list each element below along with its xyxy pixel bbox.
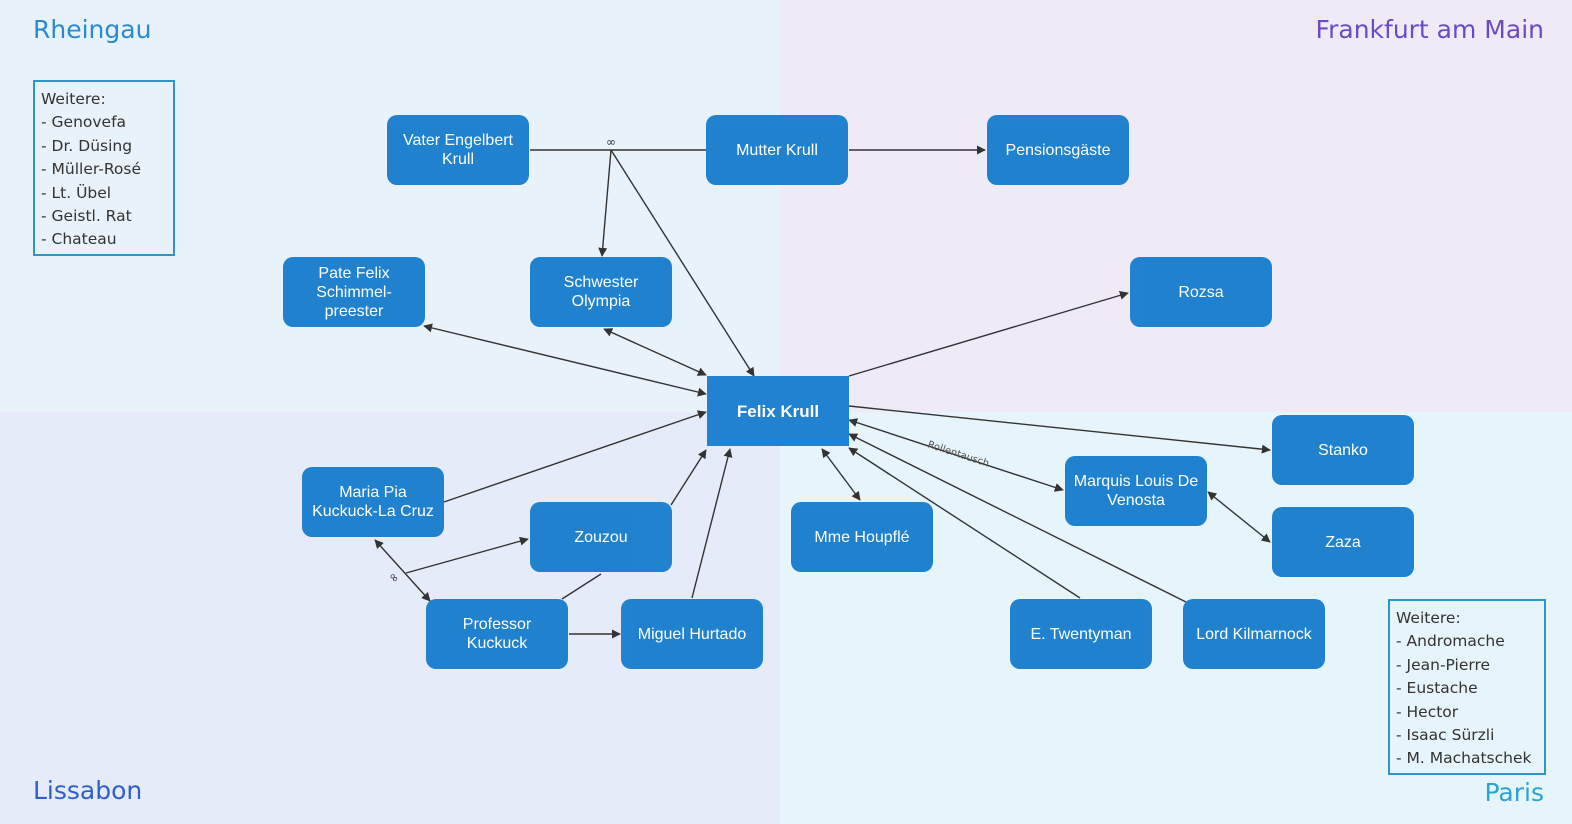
edge-marriage-schwester	[598, 149, 612, 257]
edge-marriage-felix	[610, 149, 755, 377]
node-pate-felix[interactable]: Pate Felix Schimmel- preester	[283, 257, 425, 327]
node-label: Stanko	[1318, 441, 1368, 459]
node-e-twentyman[interactable]: E. Twentyman	[1010, 599, 1152, 669]
label-marriage-krull: ∞	[606, 135, 616, 149]
region-title-frankfurt: Frankfurt am Main	[1315, 15, 1544, 44]
edge-felix-stanko	[848, 405, 1271, 454]
node-label: E. Twentyman	[1030, 625, 1132, 643]
others-list-left: Weitere: - Genovefa - Dr. Düsing - Mülle…	[33, 80, 175, 256]
node-felix-krull[interactable]: Felix Krull	[707, 376, 849, 446]
edge-houpfle-felix	[821, 448, 861, 501]
label-marriage-kuckuck: ∞	[386, 569, 403, 586]
node-label: Mutter Krull	[736, 141, 818, 159]
node-label: Miguel Hurtado	[637, 625, 747, 643]
edge-zouzou-felix	[670, 449, 707, 506]
edge-maria-felix	[443, 410, 707, 503]
edge-schwester-felix	[603, 328, 707, 376]
edge-kilmarnock-felix	[848, 433, 1187, 603]
region-title-lissabon: Lissabon	[33, 776, 143, 805]
node-mutter-krull[interactable]: Mutter Krull	[706, 115, 848, 185]
node-maria-pia[interactable]: Maria Pia Kuckuck-La Cruz	[302, 467, 444, 537]
others-item: - M. Machatschek	[1396, 749, 1532, 768]
node-zaza[interactable]: Zaza	[1272, 507, 1414, 577]
others-item: - Geistl. Rat	[41, 207, 132, 226]
node-label: Professor Kuckuck	[462, 616, 532, 652]
others-item: - Müller-Rosé	[41, 160, 142, 179]
others-item: - Genovefa	[41, 113, 127, 132]
region-title-rheingau: Rheingau	[33, 15, 152, 44]
edge-felix-marquis	[848, 418, 1064, 492]
node-marquis-venosta[interactable]: Marquis Louis De Venosta	[1065, 456, 1207, 526]
node-label: Felix Krull	[736, 401, 820, 421]
others-title: Weitere:	[41, 90, 106, 108]
others-item: - Isaac Sürzli	[1396, 726, 1495, 745]
others-item: - Andromache	[1396, 632, 1505, 651]
region-frankfurt-area	[780, 0, 1572, 412]
node-rozsa[interactable]: Rozsa	[1130, 257, 1272, 327]
others-item: - Dr. Düsing	[41, 136, 133, 155]
label-rollentausch: Rollentausch	[926, 439, 990, 469]
node-zouzou[interactable]: Zouzou	[530, 502, 672, 572]
edge-professor-zouzou	[405, 536, 529, 574]
node-professor-kuckuck[interactable]: Professor Kuckuck	[426, 599, 568, 669]
edge-professor-zouzou-link	[561, 573, 602, 600]
node-lord-kilmarnock[interactable]: Lord Kilmarnock	[1183, 599, 1325, 669]
region-title-paris: Paris	[1484, 778, 1544, 807]
node-label: Schwester Olympia	[563, 274, 639, 310]
others-item: - Chateau	[41, 230, 117, 249]
node-label: Mme Houpflé	[814, 528, 910, 546]
edge-pate-felix	[423, 323, 707, 397]
node-label: Maria Pia Kuckuck-La Cruz	[312, 484, 434, 520]
node-vater-engelbert-krull[interactable]: Vater Engelbert Krull	[387, 115, 529, 185]
others-list-right: Weitere: - Andromache - Jean-Pierre - Eu…	[1388, 599, 1546, 775]
node-label: Marquis Louis De Venosta	[1073, 473, 1199, 509]
others-item: - Lt. Übel	[41, 183, 112, 202]
node-mme-houpfle[interactable]: Mme Houpflé	[791, 502, 933, 572]
node-stanko[interactable]: Stanko	[1272, 415, 1414, 485]
edge-felix-rozsa	[848, 290, 1129, 377]
node-label: Vater Engelbert Krull	[403, 132, 513, 168]
node-label: Rozsa	[1178, 283, 1224, 301]
others-item: - Jean-Pierre	[1396, 655, 1491, 674]
edge-miguel-felix	[691, 448, 733, 599]
node-label: Lord Kilmarnock	[1196, 625, 1312, 643]
others-item: - Hector	[1396, 702, 1459, 721]
node-label: Zaza	[1325, 533, 1361, 551]
edge-marquis-zaza	[1207, 491, 1271, 543]
node-schwester-olympia[interactable]: Schwester Olympia	[530, 257, 672, 327]
node-label: Zouzou	[574, 528, 628, 546]
node-label: Pensionsgäste	[1005, 141, 1111, 159]
edge-twentyman-felix	[848, 447, 1081, 599]
others-item: - Eustache	[1396, 679, 1478, 698]
others-title: Weitere:	[1396, 609, 1461, 627]
edge-maria-professor	[374, 539, 431, 602]
node-miguel-hurtado[interactable]: Miguel Hurtado	[621, 599, 763, 669]
node-pensionsgaeste[interactable]: Pensionsgäste	[987, 115, 1129, 185]
node-label: Pate Felix Schimmel- preester	[316, 264, 392, 320]
